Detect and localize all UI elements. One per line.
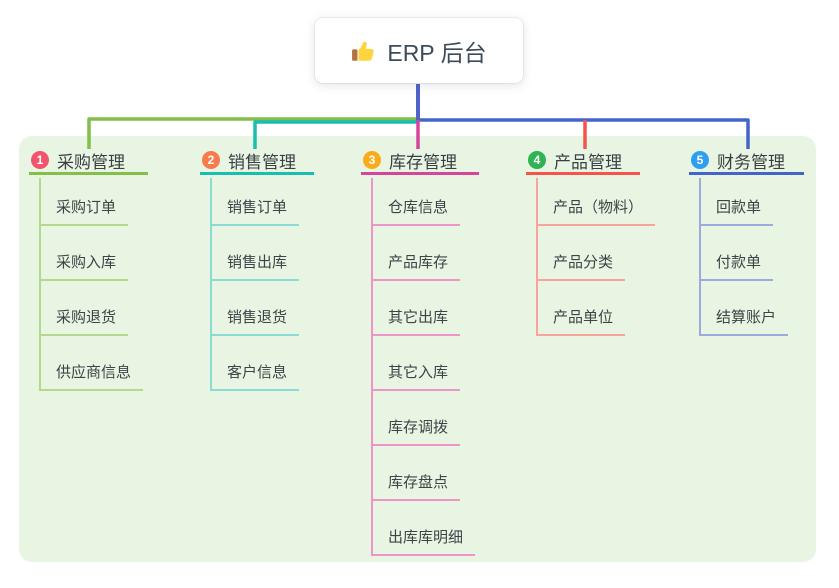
child-topic[interactable]: 结算账户: [699, 306, 789, 336]
child-topic[interactable]: 仓库信息: [371, 196, 461, 226]
child-row: 销售出库: [200, 226, 314, 281]
branch-topic-label: 采购管理: [57, 152, 125, 172]
child-row: 产品（物料）: [526, 175, 656, 226]
branch-spine-line: [39, 178, 41, 390]
child-topic[interactable]: 库存盘点: [371, 471, 461, 501]
child-topic[interactable]: 产品单位: [536, 306, 626, 336]
child-row: 销售退货: [200, 281, 314, 336]
child-row: 采购订单: [29, 175, 148, 226]
priority-badge: 4: [528, 151, 546, 169]
child-row: 其它入库: [361, 336, 479, 391]
branch-topic[interactable]: 2 销售管理: [200, 148, 314, 175]
child-topic[interactable]: 其它入库: [371, 361, 461, 391]
child-topic[interactable]: 回款单: [699, 196, 774, 226]
child-row: 客户信息: [200, 336, 314, 391]
branch-purchase: 1 采购管理 采购订单采购入库采购退货供应商信息: [29, 148, 148, 391]
branch-topic[interactable]: 1 采购管理: [29, 148, 148, 175]
priority-badge: 1: [31, 151, 49, 169]
branch-topic-label: 销售管理: [228, 152, 296, 172]
child-row: 供应商信息: [29, 336, 148, 391]
branch-topic-label: 产品管理: [554, 152, 622, 172]
child-topic[interactable]: 库存调拨: [371, 416, 461, 446]
child-topic[interactable]: 出库库明细: [371, 526, 476, 556]
root-topic[interactable]: ERP 后台: [315, 18, 523, 83]
child-topic[interactable]: 销售出库: [210, 251, 300, 281]
child-topic[interactable]: 采购退货: [39, 306, 129, 336]
child-topic[interactable]: 采购入库: [39, 251, 129, 281]
branch-spine-line: [699, 178, 701, 335]
child-row: 库存盘点: [361, 446, 479, 501]
priority-badge: 5: [691, 151, 709, 169]
child-row: 付款单: [689, 226, 804, 281]
child-topic[interactable]: 销售退货: [210, 306, 300, 336]
child-row: 库存调拨: [361, 391, 479, 446]
branch-children: 产品（物料） 产品分类产品单位: [526, 175, 656, 336]
branch-inventory: 3 库存管理 仓库信息产品库存其它出库其它入库库存调拨库存盘点出库库明细: [361, 148, 479, 556]
priority-badge: 3: [363, 151, 381, 169]
branch-spine-line: [371, 178, 373, 555]
child-topic[interactable]: 产品（物料）: [536, 196, 656, 226]
child-row: 出库库明细: [361, 501, 479, 556]
root-topic-label: ERP 后台: [387, 39, 487, 66]
child-topic[interactable]: 产品分类: [536, 251, 626, 281]
child-topic[interactable]: 产品库存: [371, 251, 461, 281]
child-row: 产品单位: [526, 281, 640, 336]
child-topic[interactable]: 供应商信息: [39, 361, 144, 391]
child-row: 结算账户: [689, 281, 804, 336]
branch-children: 采购订单采购入库采购退货供应商信息: [29, 175, 148, 391]
child-row: 销售订单: [200, 175, 314, 226]
child-row: 采购退货: [29, 281, 148, 336]
branch-children: 销售订单销售出库销售退货客户信息: [200, 175, 314, 391]
branch-spine-line: [210, 178, 212, 390]
child-topic[interactable]: 采购订单: [39, 196, 129, 226]
branch-children: 回款单付款单结算账户: [689, 175, 804, 336]
branch-finance: 5 财务管理 回款单付款单结算账户: [689, 148, 804, 336]
child-row: 产品分类: [526, 226, 640, 281]
branch-product: 4 产品管理 产品（物料） 产品分类产品单位: [526, 148, 656, 336]
child-row: 仓库信息: [361, 175, 479, 226]
child-topic[interactable]: 付款单: [699, 251, 774, 281]
branch-sales: 2 销售管理 销售订单销售出库销售退货客户信息: [200, 148, 314, 391]
child-row: 回款单: [689, 175, 804, 226]
branch-topic[interactable]: 5 财务管理: [689, 148, 804, 175]
branch-topic-label: 财务管理: [717, 152, 785, 172]
branch-topic-label: 库存管理: [389, 152, 457, 172]
priority-badge: 2: [202, 151, 220, 169]
child-topic[interactable]: 其它出库: [371, 306, 461, 336]
branch-children: 仓库信息产品库存其它出库其它入库库存调拨库存盘点出库库明细: [361, 175, 479, 556]
child-row: 采购入库: [29, 226, 148, 281]
thumbs-up-icon: [351, 38, 377, 64]
branch-topic[interactable]: 4 产品管理: [526, 148, 640, 175]
branch-topic[interactable]: 3 库存管理: [361, 148, 479, 175]
child-row: 其它出库: [361, 281, 479, 336]
child-row: 产品库存: [361, 226, 479, 281]
child-topic[interactable]: 客户信息: [210, 361, 300, 391]
branch-spine-line: [536, 178, 538, 335]
branches-background-panel: [19, 136, 816, 562]
child-topic[interactable]: 销售订单: [210, 196, 300, 226]
